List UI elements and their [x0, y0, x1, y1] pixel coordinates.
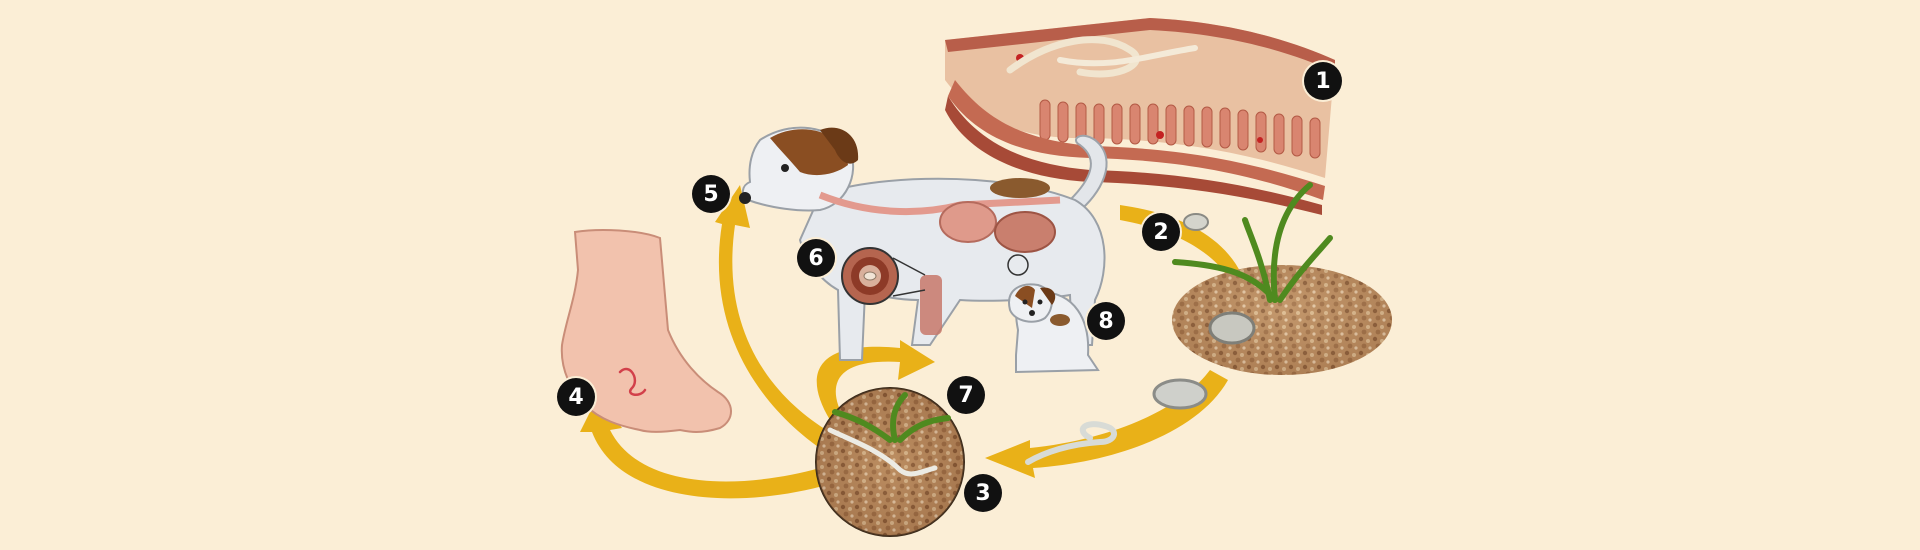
stage-number: 1: [1315, 68, 1331, 94]
stage-badge-8: 8: [1087, 302, 1125, 340]
tissue-magnifier: [841, 247, 926, 305]
arrow-larvae-to-mouth: [715, 185, 840, 455]
intestine-cross-section: [945, 18, 1335, 215]
stage-badge-7: 7: [947, 376, 985, 414]
egg-icon-small: [1183, 213, 1209, 231]
soil-pile: [1172, 182, 1392, 375]
stage-badge-1: 1: [1304, 62, 1342, 100]
stage-number: 5: [703, 181, 719, 207]
skin-lesion-icon: [618, 367, 647, 396]
stage-number: 4: [568, 384, 584, 410]
arrow-larvae-to-foot: [580, 396, 830, 499]
larva-icon-in-soil: [827, 427, 938, 477]
mammary-gland: [1007, 254, 1029, 276]
dog-eye-icon: [781, 164, 789, 172]
human-foot: [560, 229, 732, 433]
stage-number: 2: [1153, 219, 1169, 245]
stage-badge-2: 2: [1142, 213, 1180, 251]
adult-worm-icon: [1006, 36, 1140, 78]
intestines: [994, 211, 1056, 253]
grass-icon: [1172, 182, 1333, 303]
larva-cyst-icon: [863, 271, 877, 281]
stage-number: 3: [975, 480, 991, 506]
adult-worm-icon-2: [1057, 45, 1198, 67]
adult-dog: [739, 126, 1108, 361]
stage-number: 8: [1098, 308, 1114, 334]
larvae-soil-magnifier: [815, 387, 965, 537]
stomach: [939, 201, 997, 243]
stage-badge-6: 6: [797, 239, 835, 277]
puppy: [1008, 283, 1100, 374]
stage-badge-3: 3: [964, 474, 1002, 512]
egg-hatching-icon: [1152, 378, 1208, 410]
egg-icon: [1208, 311, 1256, 345]
stage-badge-5: 5: [692, 175, 730, 213]
larva-icon: [1025, 421, 1117, 465]
stage-badge-4: 4: [557, 378, 595, 416]
stage-number: 7: [958, 382, 974, 408]
stage-number: 6: [808, 245, 824, 271]
